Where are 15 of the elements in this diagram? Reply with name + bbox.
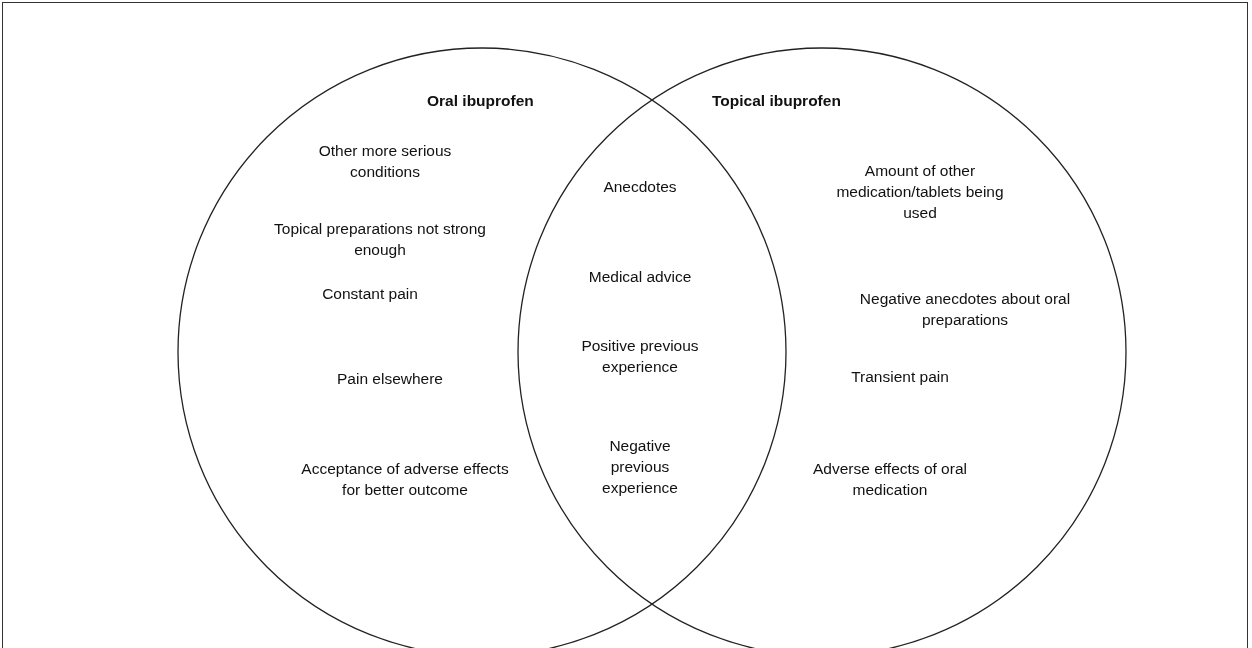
circle-title: Topical ibuprofen [712,92,841,110]
factor-label: Topical preparations not strong enough [273,219,487,260]
factor-label: Positive previous experience [580,336,700,377]
factor-label: Acceptance of adverse effects for better outcome [300,459,510,500]
factor-label: Negative previous experience [601,436,679,498]
factor-label: Medical advice [587,267,693,287]
factor-label: Constant pain [321,284,419,304]
factor-label: Pain elsewhere [336,369,444,389]
factor-label: Negative anecdotes about oral preparations [858,289,1072,330]
factor-label: Transient pain [850,367,950,387]
circle-title: Oral ibuprofen [427,92,534,110]
factor-label: Other more serious conditions [317,141,453,182]
factor-label: Amount of other medication/tablets being used [835,161,1005,223]
factor-label: Anecdotes [602,177,678,197]
factor-label: Adverse effects of oral medication [812,459,968,500]
